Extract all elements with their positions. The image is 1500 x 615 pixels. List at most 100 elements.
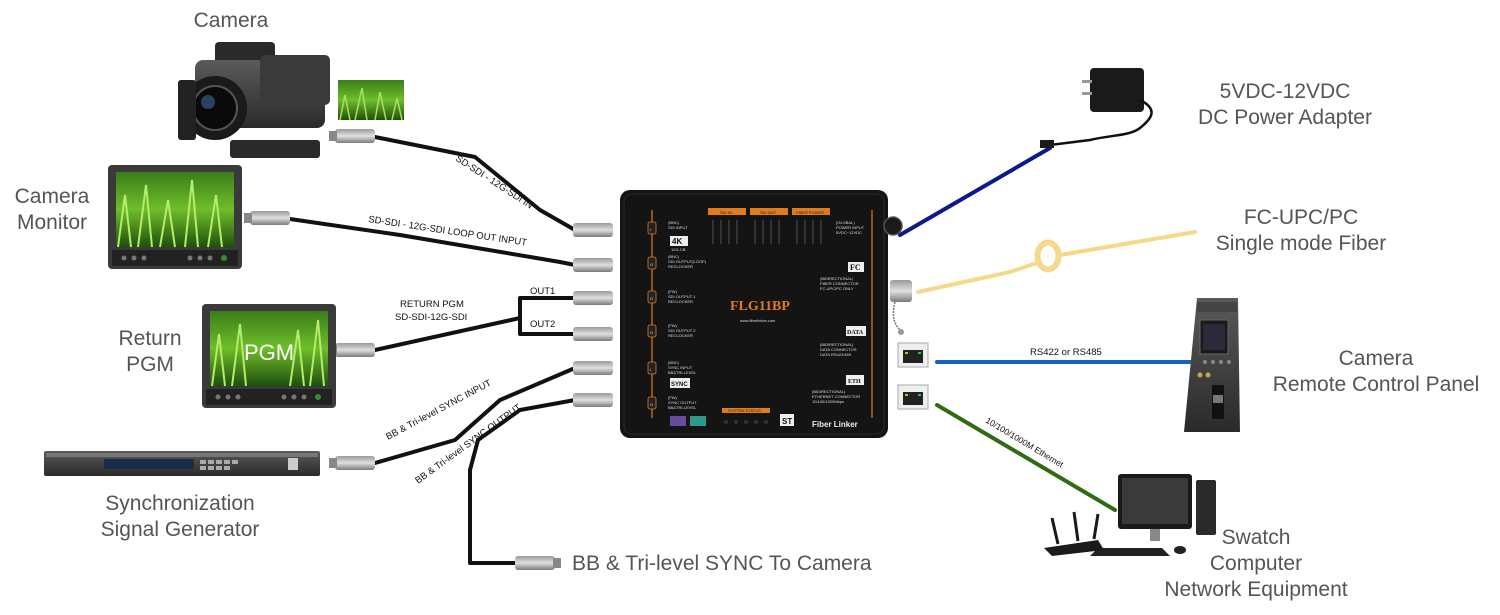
label-return-pgm-1: RETURN PGM bbox=[400, 299, 464, 310]
left-port-line: RECLOCKER bbox=[668, 299, 693, 304]
badge-4k: 4K bbox=[672, 237, 682, 246]
left-port-line: SYNC OUTPUT bbox=[668, 400, 697, 405]
return-monitor-icon: PGM bbox=[202, 304, 336, 408]
right-port-line: (BIDIRECTIONAL) bbox=[812, 389, 846, 394]
label-out1: OUT1 bbox=[530, 286, 555, 297]
system-status-label: SYSTEM STATUS bbox=[728, 408, 761, 413]
right-port-line: 10/100/1000Mbps bbox=[812, 399, 844, 404]
label-power-line: 5VDC-12VDC bbox=[1219, 80, 1351, 103]
left-port-num: O bbox=[650, 296, 653, 301]
label-fiber: FC-UPC/PC Single mode Fiber bbox=[1196, 205, 1406, 257]
colored-cables bbox=[898, 146, 1197, 512]
cable-return-pgm bbox=[373, 316, 522, 352]
header-sdi-out: SDI OUT bbox=[760, 210, 777, 215]
bnc-connectors bbox=[244, 129, 613, 570]
left-port-line: (FW) bbox=[668, 323, 678, 328]
label-camera: Camera bbox=[186, 8, 276, 34]
router-icon bbox=[1044, 511, 1104, 556]
right-port-line: DATA RS422/485 bbox=[820, 352, 852, 357]
device-brand: Fiber Linker bbox=[812, 420, 858, 429]
cable-sync-input bbox=[373, 366, 577, 465]
badge-data: DATA bbox=[847, 330, 864, 336]
device-website: www.fiberlinker.com bbox=[740, 318, 776, 323]
bnc-connector-icon bbox=[329, 129, 375, 143]
right-port-line: ETHERNET CONNECTOR bbox=[812, 394, 860, 399]
label-fiber-line: Single mode Fiber bbox=[1215, 232, 1387, 255]
left-port-line: (BNC) bbox=[668, 254, 680, 259]
left-port-num: O bbox=[650, 402, 653, 407]
camera-monitor-icon bbox=[108, 165, 242, 269]
fiber-connector bbox=[890, 280, 912, 335]
cable-ethernet bbox=[935, 403, 1117, 512]
remote-control-panel-icon bbox=[1184, 298, 1240, 432]
power-adapter-icon bbox=[1040, 68, 1153, 148]
bnc-connector-icon bbox=[573, 291, 613, 305]
fiber-coil-icon bbox=[1034, 239, 1062, 273]
header-fiber-power: FIBER POWER bbox=[796, 210, 824, 215]
right-port-line: FC-UPC/PC ONLY bbox=[820, 286, 854, 291]
right-port-line: (BIDIRECTIONAL) bbox=[820, 342, 854, 347]
label-return-pgm: Return PGM bbox=[100, 326, 200, 378]
label-ethernet: 10/100/1000M Ethernet bbox=[984, 415, 1066, 470]
label-camera-line: Camera bbox=[193, 9, 269, 32]
label-network-line: Swatch bbox=[1221, 526, 1291, 549]
label-power: 5VDC-12VDC DC Power Adapter bbox=[1180, 79, 1390, 131]
right-port-line: FIBER CONNECTOR bbox=[820, 281, 859, 286]
left-port-line: BB&TRI-LEVEL bbox=[668, 405, 697, 410]
left-port-num: I bbox=[650, 227, 651, 232]
cable-out2 bbox=[518, 316, 577, 336]
label-rcp: Camera Remote Control Panel bbox=[1256, 346, 1496, 398]
camera-preview-thumbnail bbox=[338, 80, 404, 121]
right-port-line: DATA CONNECTOR bbox=[820, 347, 857, 352]
label-sync-generator-line: Signal Generator bbox=[100, 518, 260, 541]
label-return-pgm-2: SD-SDI-12G-SDI bbox=[395, 312, 467, 323]
right-port-line: (GLOBAL) bbox=[836, 220, 855, 225]
left-port-line: SDI INPUT bbox=[668, 225, 688, 230]
left-port-line: (FW) bbox=[668, 395, 678, 400]
label-camera-monitor-line: Camera bbox=[14, 185, 90, 208]
left-port-line: BB&TRI-LEVEL bbox=[668, 370, 697, 375]
cable-sdi-in bbox=[373, 135, 577, 232]
sync-generator-icon bbox=[44, 451, 320, 476]
bnc-connector-icon bbox=[329, 456, 375, 470]
left-port-line: SYNC INPUT bbox=[668, 365, 693, 370]
left-port-num: O bbox=[650, 330, 653, 335]
cable-sync-output bbox=[468, 398, 577, 565]
label-power-line: DC Power Adapter bbox=[1198, 106, 1372, 129]
badge-4k-sub: 12G-CB bbox=[671, 247, 686, 252]
cable-power bbox=[898, 146, 1052, 237]
bnc-connector-icon bbox=[573, 223, 613, 237]
sdi-cables bbox=[288, 135, 577, 565]
label-rcp-line: Camera bbox=[1338, 347, 1414, 370]
bnc-connector-icon bbox=[515, 556, 561, 570]
left-port-num: O bbox=[650, 262, 653, 267]
badge-sync: SYNC bbox=[671, 382, 688, 388]
right-port-line: 5VDC~12VDC bbox=[836, 230, 862, 235]
label-camera-monitor-line: Monitor bbox=[16, 211, 88, 234]
left-port-line: (FW) bbox=[668, 289, 678, 294]
left-port-line: (BNC) bbox=[668, 220, 680, 225]
badge-st: ST bbox=[782, 417, 792, 426]
bnc-connector-icon bbox=[573, 361, 613, 375]
right-port-rows: (GLOBAL) POWER INPUT 5VDC~12VDC (BIDIREC… bbox=[812, 220, 865, 404]
bnc-connector-icon bbox=[573, 393, 613, 407]
left-port-num: I bbox=[650, 367, 651, 372]
label-network-line: Network Equipment bbox=[1164, 578, 1348, 601]
device-model: FLG11BP bbox=[730, 299, 790, 314]
left-port-line: SDI OUTPUT(LOOP) bbox=[668, 259, 707, 264]
label-camera-monitor: Camera Monitor bbox=[0, 184, 104, 236]
label-sdi-in: SD-SDI - 12G-SDI IN bbox=[453, 153, 534, 211]
left-port-line: RECLOCKER bbox=[668, 264, 693, 269]
cable-out1 bbox=[518, 296, 577, 320]
label-bb-to-camera: BB & Tri-level SYNC To Camera bbox=[572, 551, 872, 577]
left-port-line: SDI OUTPUT 1 bbox=[668, 294, 696, 299]
pgm-screen-text: PGM bbox=[244, 340, 294, 365]
right-port-line: POWER INPUT bbox=[836, 225, 865, 230]
fiber-linker-device: SDI IN SDI OUT FIBER POWER I (BNC) SDI I… bbox=[620, 190, 888, 438]
badge-eth: ETH bbox=[848, 379, 861, 385]
label-return-pgm-line: Return bbox=[118, 327, 182, 350]
label-sync-generator: Synchronization Signal Generator bbox=[80, 491, 280, 543]
left-port-line: RECLOCKER bbox=[668, 333, 693, 338]
